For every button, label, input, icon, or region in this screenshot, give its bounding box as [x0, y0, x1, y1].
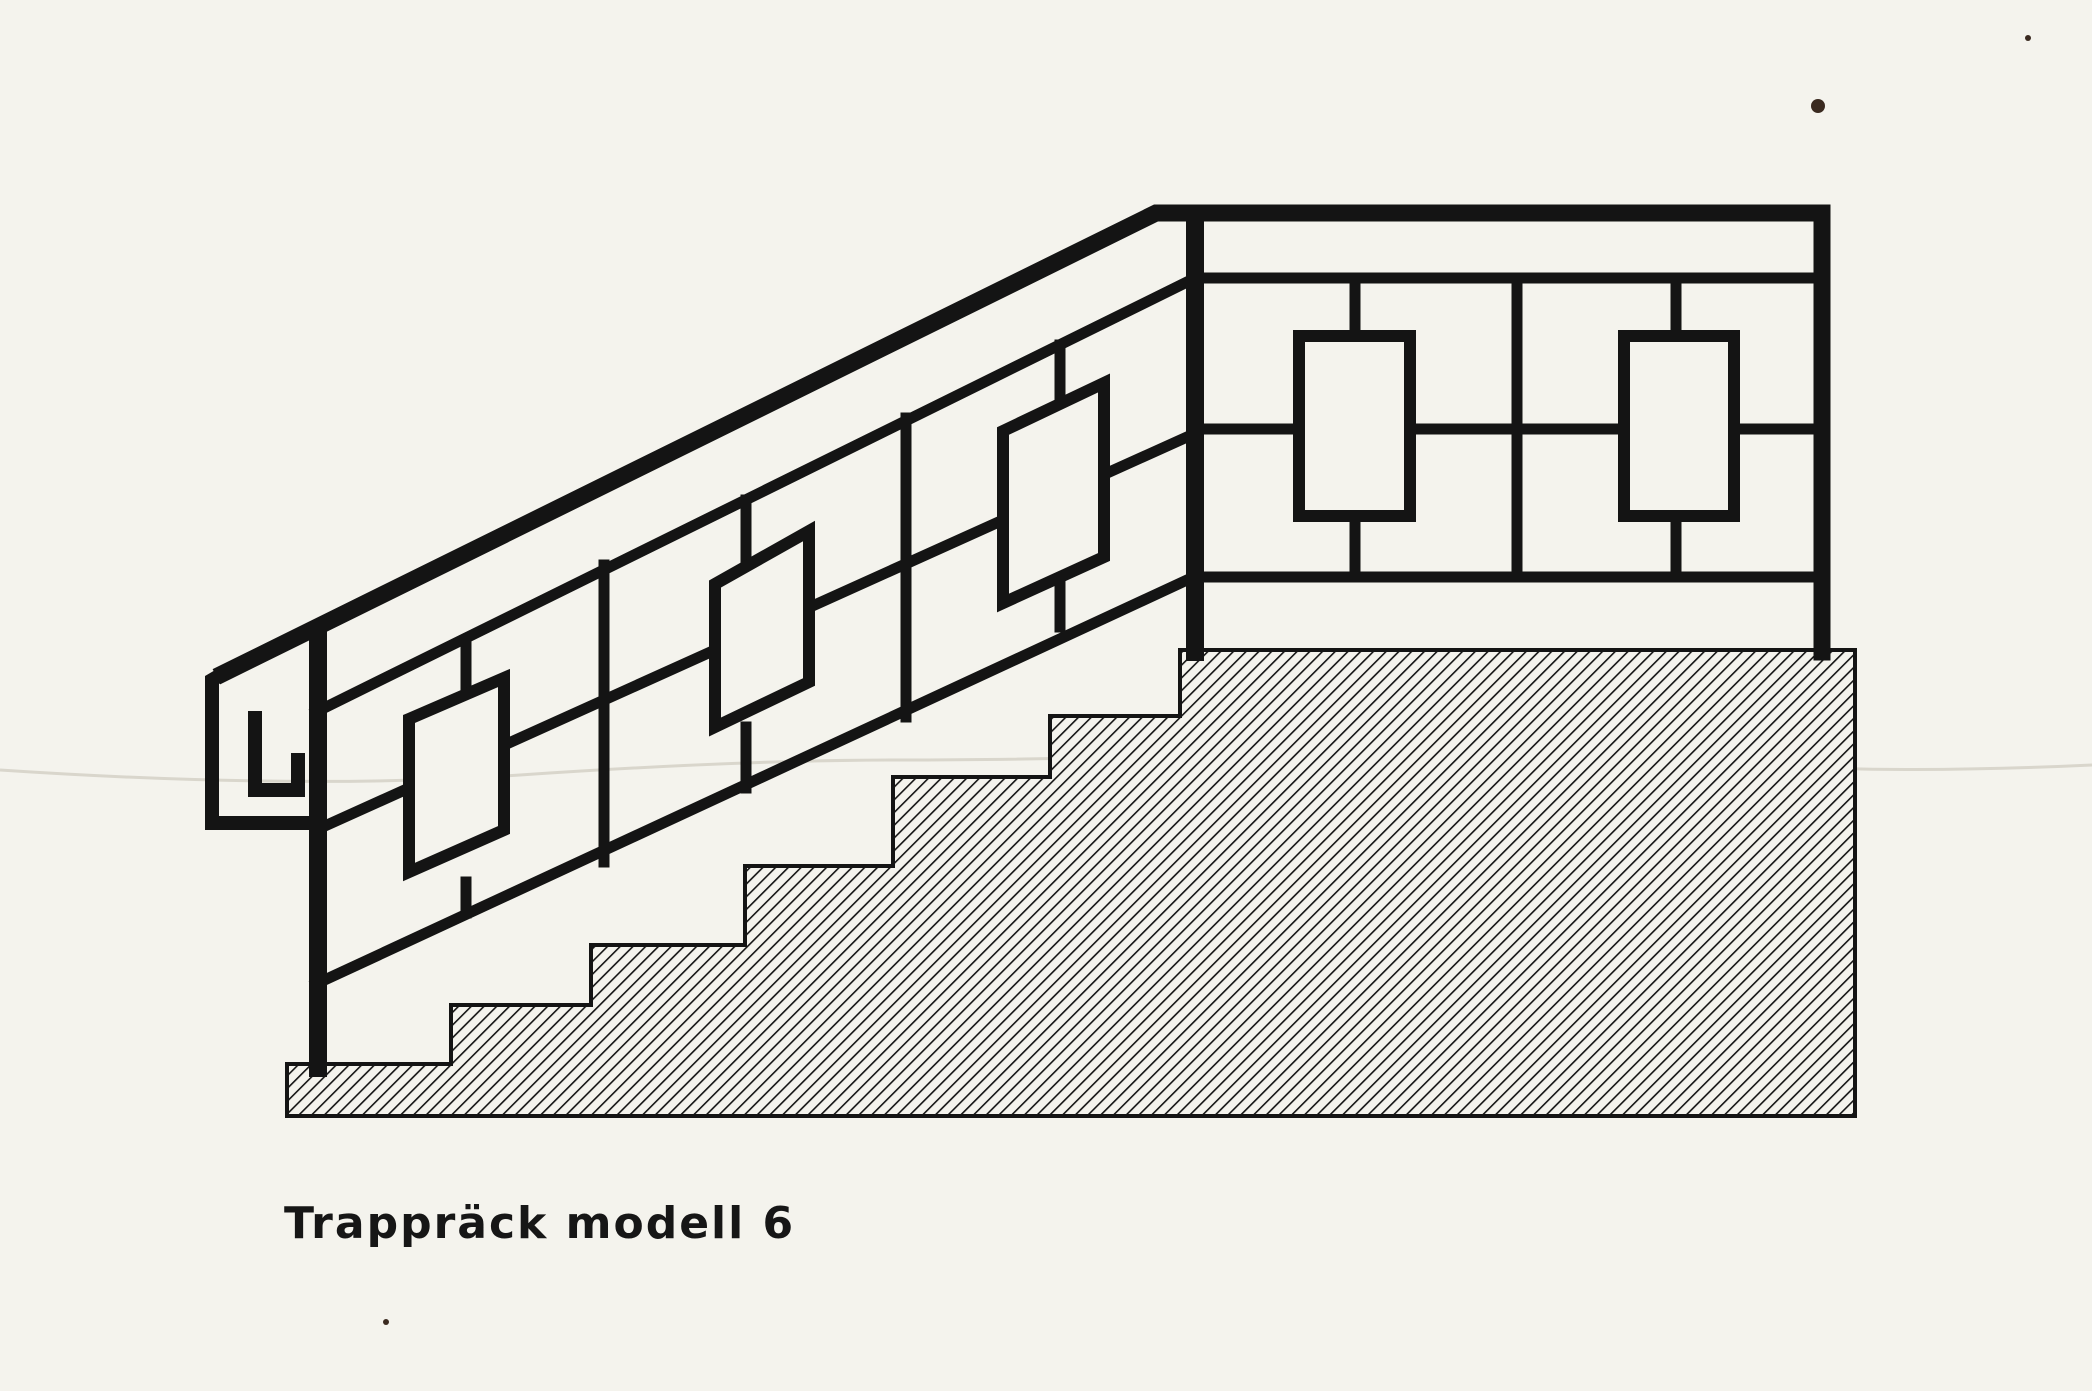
diagonal-panel — [403, 668, 510, 882]
railing — [205, 204, 1831, 1077]
diagonal-panel — [997, 373, 1110, 613]
drawing-caption: Trappräck modell 6 — [284, 1198, 796, 1249]
handrail-scroll — [205, 663, 325, 830]
horizontal-panel — [1293, 330, 1416, 522]
horizontal-panel — [1618, 330, 1740, 522]
paper-specks — [383, 35, 2031, 1325]
diagonal-panel — [709, 520, 815, 737]
stair-body — [285, 648, 1857, 1118]
